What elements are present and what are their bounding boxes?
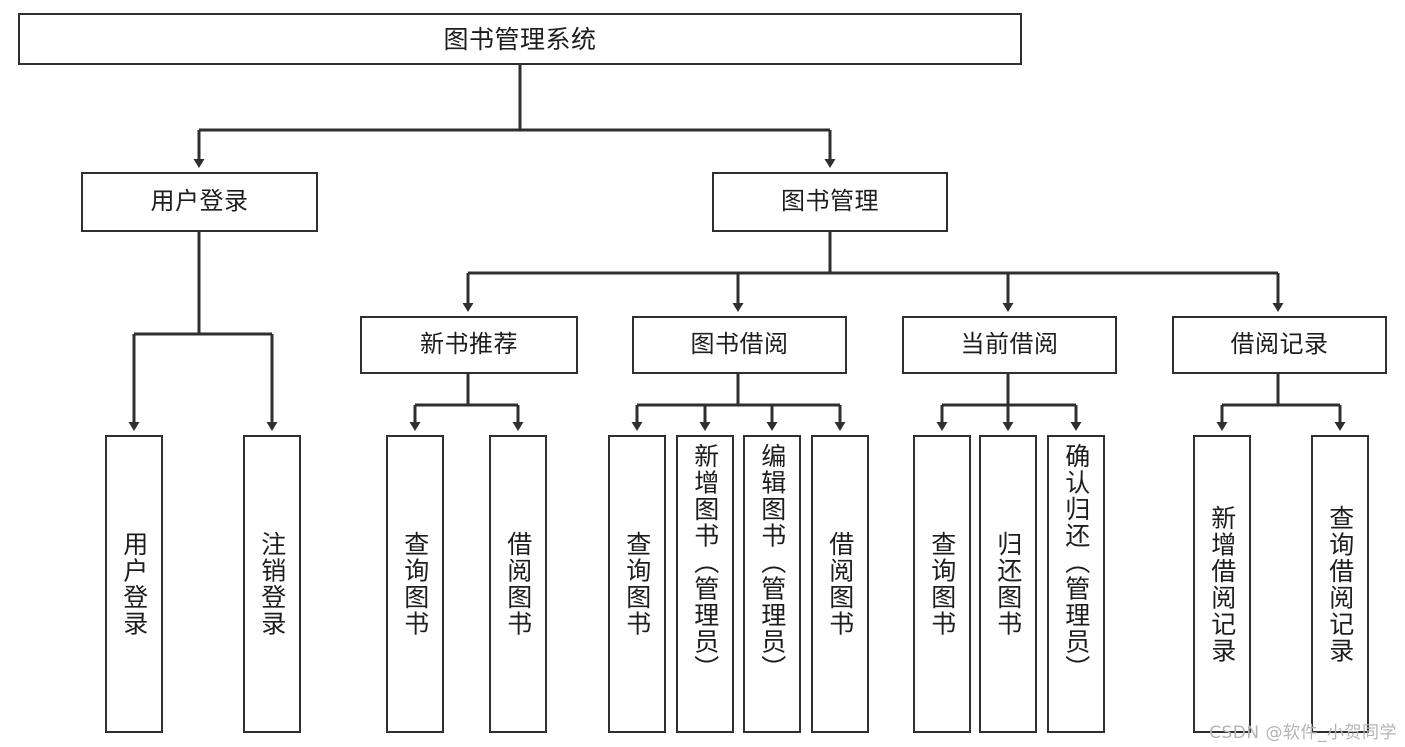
- csdn-watermark: CSDN @软件_小贺同学: [1209, 723, 1397, 743]
- node-leaf-query-book-1[interactable]: 查询图书: [386, 435, 444, 733]
- node-leaf-borrow-book-2[interactable]: 借阅图书: [811, 435, 869, 733]
- node-label: 归还图书: [993, 531, 1023, 637]
- node-label: 图书借阅: [690, 330, 789, 359]
- node-label: 图书管理: [781, 187, 879, 216]
- node-leaf-return-book[interactable]: 归还图书: [979, 435, 1037, 733]
- node-label: 查询图书: [927, 531, 957, 637]
- node-leaf-user-logout[interactable]: 注销登录: [243, 435, 301, 733]
- node-new-book-recommend[interactable]: 新书推荐: [360, 316, 578, 374]
- node-label: 新增图书（管理员）: [690, 443, 720, 682]
- node-book-borrow[interactable]: 图书借阅: [632, 316, 847, 374]
- node-label: 借阅图书: [503, 531, 533, 637]
- node-leaf-borrow-book-1[interactable]: 借阅图书: [489, 435, 547, 733]
- node-leaf-confirm-return[interactable]: 确认归还（管理员）: [1047, 435, 1105, 733]
- node-label: 新增借阅记录: [1207, 504, 1237, 664]
- node-label: 用户登录: [119, 531, 149, 637]
- node-label: 图书管理系统: [443, 24, 597, 54]
- node-leaf-user-login[interactable]: 用户登录: [105, 435, 163, 733]
- node-book-management[interactable]: 图书管理: [712, 172, 948, 232]
- node-label: 借阅记录: [1230, 330, 1329, 359]
- node-leaf-query-record[interactable]: 查询借阅记录: [1311, 435, 1369, 733]
- node-leaf-add-record[interactable]: 新增借阅记录: [1193, 435, 1251, 733]
- node-label: 编辑图书（管理员）: [757, 443, 787, 682]
- node-label: 新书推荐: [420, 330, 518, 359]
- node-leaf-query-book-2[interactable]: 查询图书: [608, 435, 666, 733]
- node-label: 查询借阅记录: [1325, 504, 1355, 664]
- node-leaf-add-book[interactable]: 新增图书（管理员）: [676, 435, 734, 733]
- node-current-borrow[interactable]: 当前借阅: [902, 316, 1117, 374]
- node-user-login[interactable]: 用户登录: [81, 172, 318, 232]
- node-leaf-query-book-3[interactable]: 查询图书: [913, 435, 971, 733]
- node-label: 查询图书: [400, 531, 430, 637]
- node-borrow-record[interactable]: 借阅记录: [1172, 316, 1387, 374]
- node-label: 注销登录: [257, 531, 287, 637]
- node-label: 借阅图书: [825, 531, 855, 637]
- node-label: 用户登录: [150, 187, 249, 216]
- node-leaf-edit-book[interactable]: 编辑图书（管理员）: [743, 435, 801, 733]
- node-root-system[interactable]: 图书管理系统: [18, 13, 1022, 65]
- node-label: 当前借阅: [960, 330, 1059, 359]
- node-label: 查询图书: [622, 531, 652, 637]
- node-label: 确认归还（管理员）: [1061, 443, 1091, 682]
